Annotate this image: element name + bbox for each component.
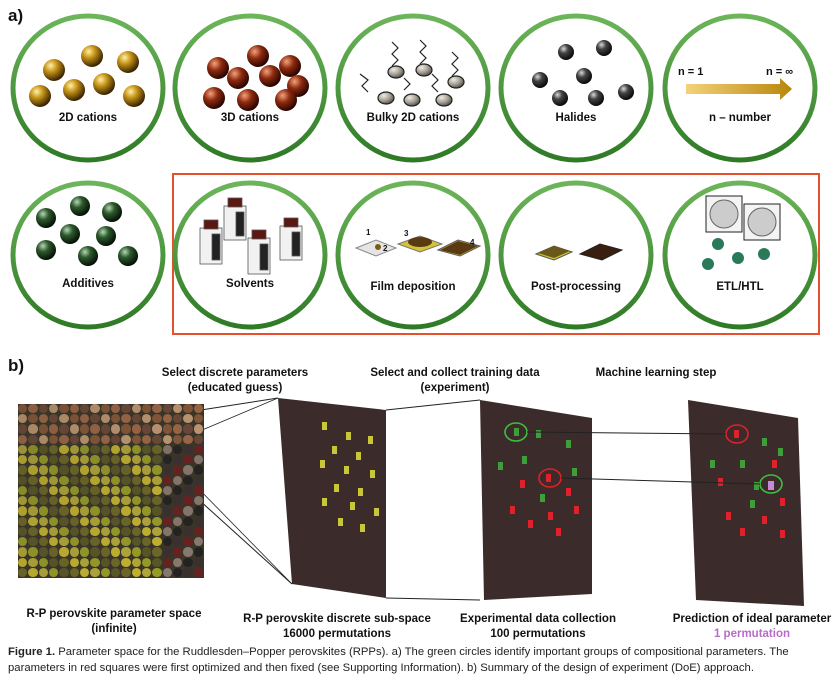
circle-additives xyxy=(10,180,166,330)
circle-etl-htl xyxy=(662,180,818,330)
footer-parameter-space: R-P perovskite parameter space (infinite… xyxy=(26,608,202,635)
circle-solvents xyxy=(172,180,328,330)
plane-training-data xyxy=(480,400,592,600)
footer-discrete-subspace: R-P perovskite discrete sub-space 16000 … xyxy=(243,613,431,640)
figure-graphics xyxy=(10,13,820,606)
footer-prediction-count: 1 permutation xyxy=(713,628,791,640)
film-step-4: 4 xyxy=(470,238,475,247)
heading-collect-training: Select and collect training data (experi… xyxy=(370,367,540,394)
label-additives: Additives xyxy=(62,278,114,290)
circle-bulky-2d-cations xyxy=(335,13,491,163)
caption-lead: Figure 1. xyxy=(8,646,56,658)
plane-discrete-subspace xyxy=(278,398,386,598)
arrow-label-n1: n = 1 xyxy=(678,66,704,78)
circle-post-processing xyxy=(498,180,654,330)
circle-n-number xyxy=(662,13,818,163)
circle-3d-cations xyxy=(172,13,328,163)
film-step-2: 2 xyxy=(383,244,388,253)
label-solvents: Solvents xyxy=(226,278,274,290)
film-step-3: 3 xyxy=(404,229,409,238)
heading-ml-step: Machine learning step xyxy=(595,367,717,379)
label-n-number: n – number xyxy=(709,112,771,124)
label-post-processing: Post-processing xyxy=(530,281,622,293)
label-etl-htl: ETL/HTL xyxy=(716,281,764,293)
caption-text: Parameter space for the Ruddlesden–Poppe… xyxy=(8,646,789,674)
discrete-parameter-markers xyxy=(320,422,379,532)
plane-prediction xyxy=(688,400,804,606)
training-data-markers xyxy=(498,428,579,536)
label-3d-cations: 3D cations xyxy=(220,112,280,124)
footer-prediction: Prediction of ideal parameter xyxy=(672,613,832,625)
label-2d-cations: 2D cations xyxy=(58,112,118,124)
label-bulky-2d-cations: Bulky 2D cations xyxy=(366,112,460,124)
panel-b-label: b) xyxy=(8,356,25,375)
footer-experimental: Experimental data collection 100 permuta… xyxy=(460,613,616,640)
arrow-label-ninf: n = ∞ xyxy=(766,66,794,78)
prediction-markers xyxy=(710,430,785,538)
panel-a-label: a) xyxy=(8,6,24,25)
film-step-1: 1 xyxy=(366,228,371,237)
circle-film-deposition xyxy=(335,180,491,330)
heading-select-discrete: Select discrete parameters (educated gue… xyxy=(161,367,309,394)
circle-halides xyxy=(498,13,654,163)
figure-caption: Figure 1. Parameter space for the Ruddle… xyxy=(8,644,836,676)
circle-2d-cations xyxy=(10,13,166,163)
parameter-space-image xyxy=(18,404,204,578)
label-halides: Halides xyxy=(555,112,597,124)
label-film-deposition: Film deposition xyxy=(370,281,456,293)
